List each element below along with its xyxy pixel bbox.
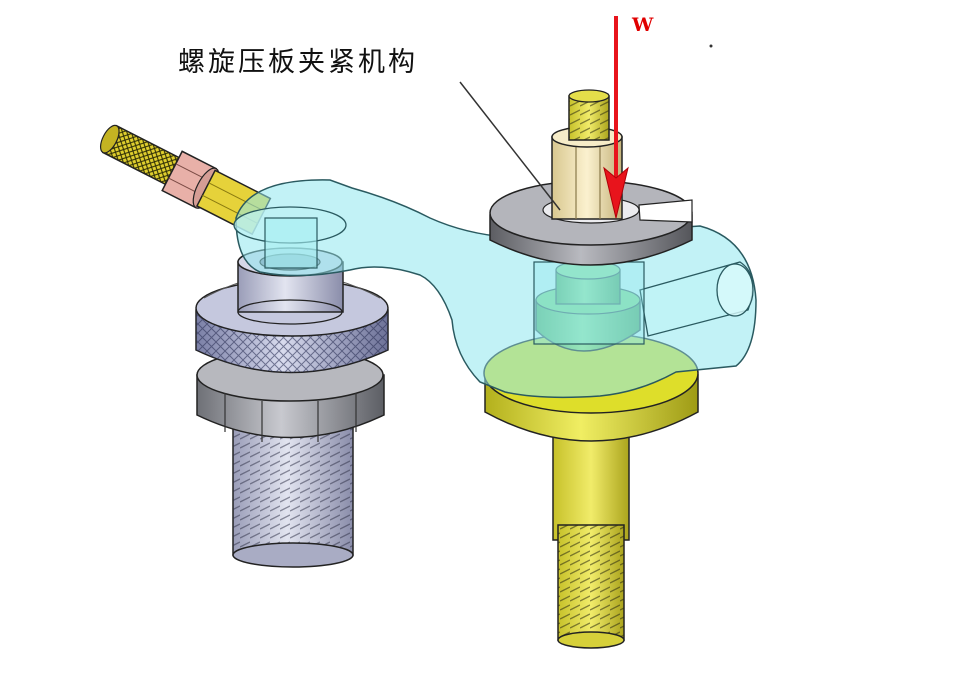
left-support-assembly	[195, 247, 389, 568]
force-label: W	[632, 14, 654, 36]
top-stud-thread	[568, 89, 610, 141]
force-arrow-w	[603, 16, 629, 219]
diagram-title: 螺旋压板夹紧机构	[178, 47, 418, 78]
upper-hex-nut	[551, 126, 623, 220]
stray-mark	[709, 44, 713, 48]
threaded-sleeve	[232, 424, 354, 568]
upper-hardware	[489, 89, 693, 266]
title-leader-line	[459, 81, 561, 211]
clamp-stud	[552, 419, 630, 649]
